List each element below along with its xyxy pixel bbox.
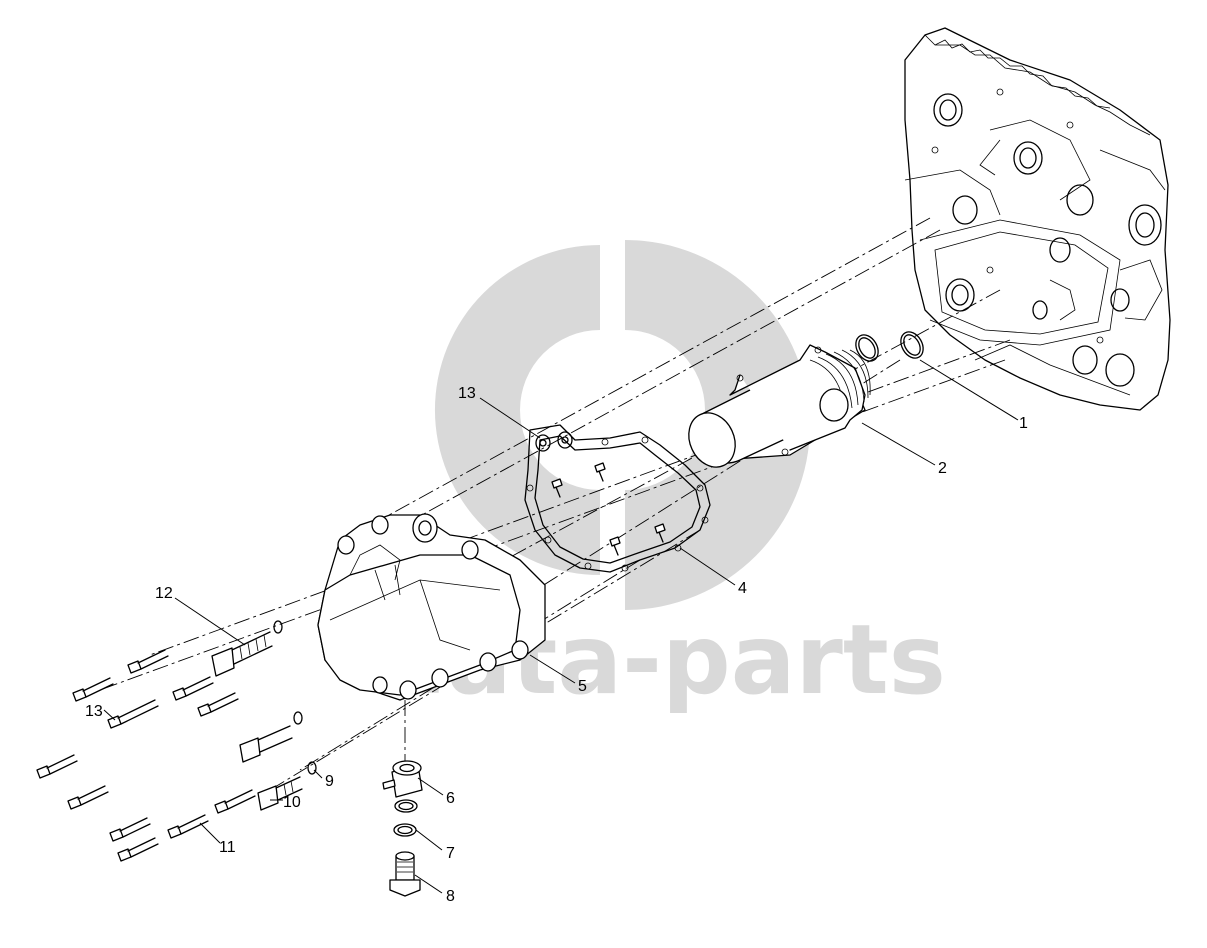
leader-lines (103, 359, 1019, 894)
callout-5: 5 (578, 678, 587, 695)
banjo-fitting (382, 760, 423, 798)
sealing-rings (393, 799, 418, 837)
gasket (524, 424, 711, 573)
callout-12: 12 (155, 585, 173, 602)
callout-10: 10 (283, 794, 301, 811)
callout-4: 4 (738, 580, 747, 597)
oil-cooler (688, 344, 871, 468)
callout-9: 9 (325, 773, 334, 790)
gasket-screws (551, 462, 666, 556)
callout-11: 11 (219, 839, 236, 856)
callout-7: 7 (446, 845, 455, 862)
cooler-housing (317, 513, 546, 701)
callout-13-gasket: 13 (458, 385, 476, 402)
cap-screws (36, 649, 256, 862)
callout-6: 6 (446, 790, 455, 807)
callout-8: 8 (446, 888, 455, 905)
o-rings (855, 331, 924, 362)
engine-block (904, 27, 1171, 411)
stud-washers (273, 620, 317, 775)
callout-1: 1 (1019, 415, 1028, 432)
callout-2: 2 (938, 460, 947, 477)
banjo-bolt (389, 851, 421, 897)
callout-13-bolt: 13 (85, 703, 103, 720)
stud-bolts (211, 631, 303, 811)
callout-labels: 1 2 4 5 6 7 8 9 10 11 12 13 13 (85, 385, 1028, 905)
